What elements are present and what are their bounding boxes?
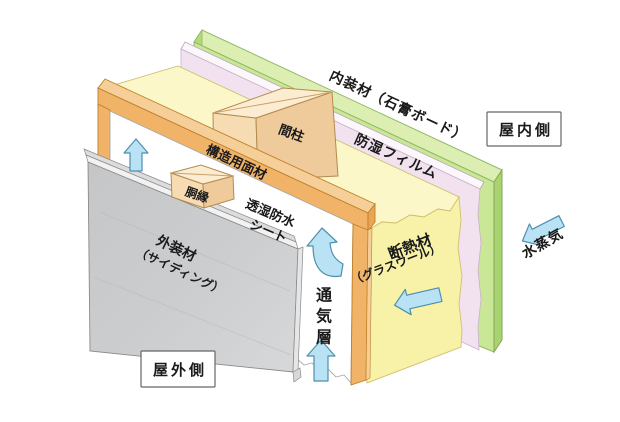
insulation-left-arrow-icon — [393, 287, 443, 316]
ventilation-layer-label-char3: 層 — [316, 328, 332, 347]
indoor-side-label: 屋内側 — [499, 121, 553, 139]
siding-bottom-notch — [292, 367, 302, 383]
insulation-cut-face — [357, 195, 463, 384]
furring-strip-label: 胴縁 — [183, 184, 211, 206]
interior-board-right-edge-face — [493, 168, 503, 354]
water-vapor-left-arrow-icon — [521, 215, 565, 246]
stud-top-diagonal-edge — [212, 91, 333, 114]
indoor-side-box — [486, 111, 562, 147]
ventilation-up-arrow-bottom-icon — [306, 339, 336, 382]
outdoor-side-label: 屋外側 — [153, 361, 207, 379]
ventilation-layer-label-char1: 通 — [316, 286, 332, 305]
ventilation-layer-label-char2: 気 — [316, 307, 332, 326]
structural-panel-right-end-face — [367, 202, 376, 233]
structural-panel-right-edge — [350, 223, 369, 386]
siding-surface-streaks — [93, 211, 292, 356]
ventilation-up-arrow-top-icon — [123, 138, 149, 172]
outdoor-side-box — [140, 350, 216, 388]
structural-panel-right-edge-highlight — [365, 227, 373, 381]
ventilation-curved-up-arrow-icon — [306, 227, 344, 278]
furring-top-diagonal-edge — [170, 172, 234, 177]
